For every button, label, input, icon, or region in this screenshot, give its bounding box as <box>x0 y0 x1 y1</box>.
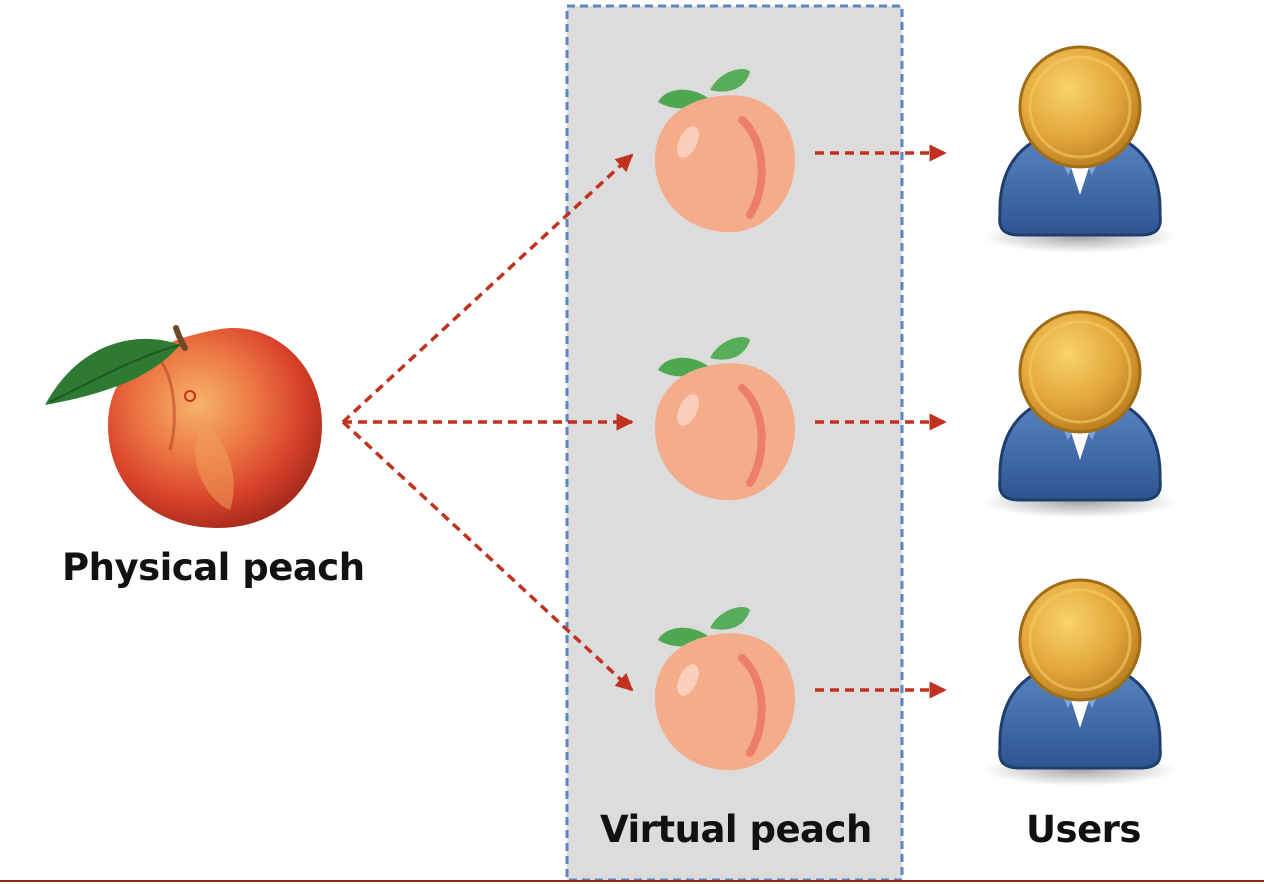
users-label: Users <box>1026 808 1141 851</box>
arrows-virtual-to-users <box>815 144 947 699</box>
physical-peach-icon <box>45 325 322 528</box>
user-icon <box>980 45 1180 255</box>
physical-peach-label: Physical peach <box>62 546 365 589</box>
arrows-physical-to-virtual <box>341 153 634 692</box>
user-icon <box>980 578 1180 788</box>
virtual-peach-label: Virtual peach <box>600 808 872 851</box>
arrow-to-virtual-1 <box>341 153 634 424</box>
arrow-to-virtual-3 <box>341 420 634 692</box>
user-icon <box>980 310 1180 520</box>
